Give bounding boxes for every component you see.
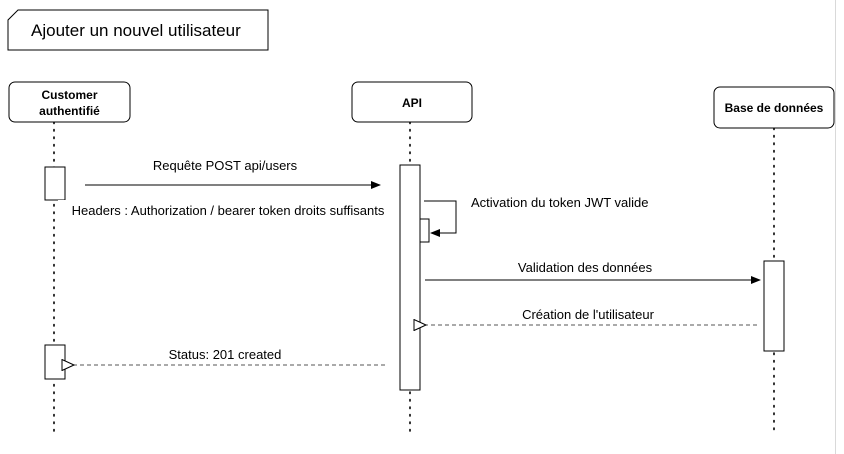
participant-api-label: API [402,96,422,110]
message-creation: Création de l'utilisateur [426,307,757,325]
frame-title: Ajouter un nouvel utilisateur [31,21,241,40]
activation-api [399,164,421,391]
message-validation: Validation des données [425,260,761,284]
participant-customer-line2: authentifié [39,104,100,118]
participant-customer[interactable]: Customer authentifié [8,81,131,123]
participant-db-label: Base de données [725,101,824,115]
message-activation-label: Activation du token JWT valide [471,195,649,210]
message-creation-label: Création de l'utilisateur [522,307,654,322]
message-headers-label: Headers : Authorization / bearer token d… [72,203,385,218]
frame-label: Ajouter un nouvel utilisateur [7,9,269,51]
participant-customer-line1: Customer [41,88,97,102]
message-request: Requête POST api/users [85,158,381,189]
message-activation: Activation du token JWT valide [424,195,649,237]
message-status: Status: 201 created [74,347,385,365]
participant-db[interactable]: Base de données [713,86,835,129]
message-validation-label: Validation des données [518,260,653,275]
message-status-label: Status: 201 created [169,347,282,362]
activation-db [763,260,785,352]
message-headers: Headers : Authorization / bearer token d… [58,200,398,220]
activation-customer-1 [44,166,66,201]
participant-api[interactable]: API [351,81,473,123]
canvas-right-border [835,0,836,454]
activation-api-self [419,218,430,243]
message-request-label: Requête POST api/users [153,158,298,173]
activation-customer-2 [44,344,66,380]
